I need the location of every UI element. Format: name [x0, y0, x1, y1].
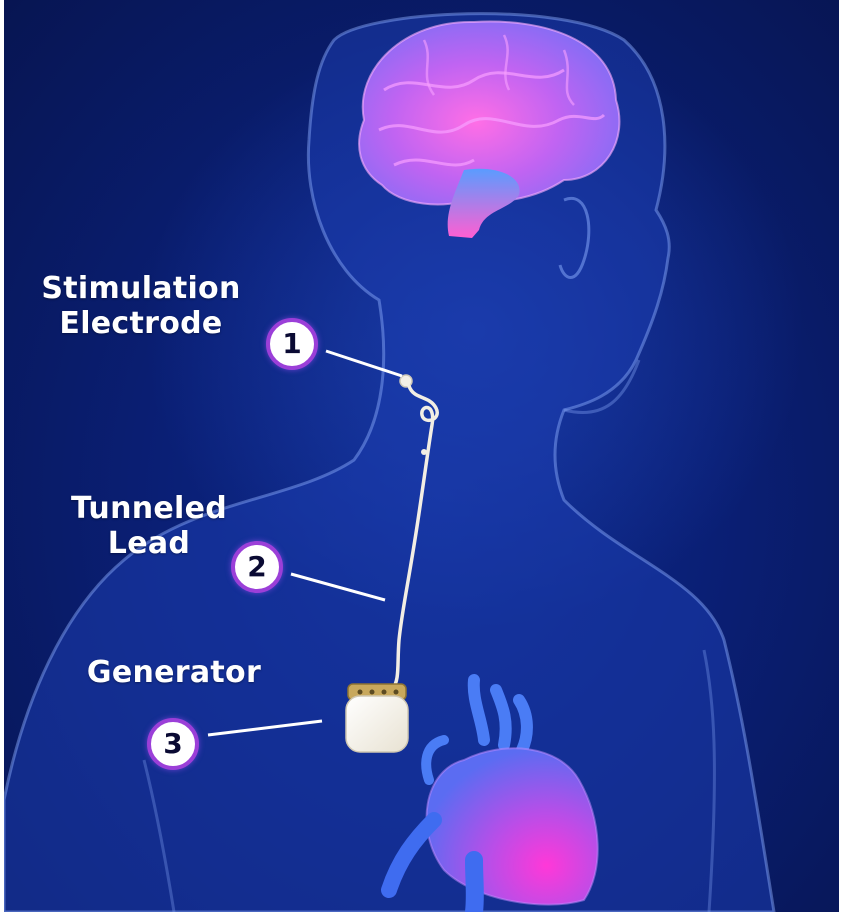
label-stimulation-electrode-line-1: Stimulation	[30, 271, 252, 306]
label-tunneled-lead-line-1: Tunneled	[58, 491, 240, 526]
anatomy-illustration	[4, 0, 839, 912]
label-tunneled-lead: Tunneled Lead	[58, 491, 240, 561]
label-stimulation-electrode: Stimulation Electrode	[30, 271, 252, 341]
diagram-canvas: Stimulation Electrode Tunneled Lead Gene…	[4, 0, 839, 912]
label-generator: Generator	[74, 655, 274, 690]
label-tunneled-lead-line-2: Lead	[58, 526, 240, 561]
label-generator-line-1: Generator	[74, 655, 274, 690]
marker-3: 3	[147, 718, 199, 770]
descending-vessel	[474, 860, 475, 912]
marker-2: 2	[231, 541, 283, 593]
label-stimulation-electrode-line-2: Electrode	[30, 306, 252, 341]
generator-device	[346, 684, 408, 752]
marker-1: 1	[266, 318, 318, 370]
